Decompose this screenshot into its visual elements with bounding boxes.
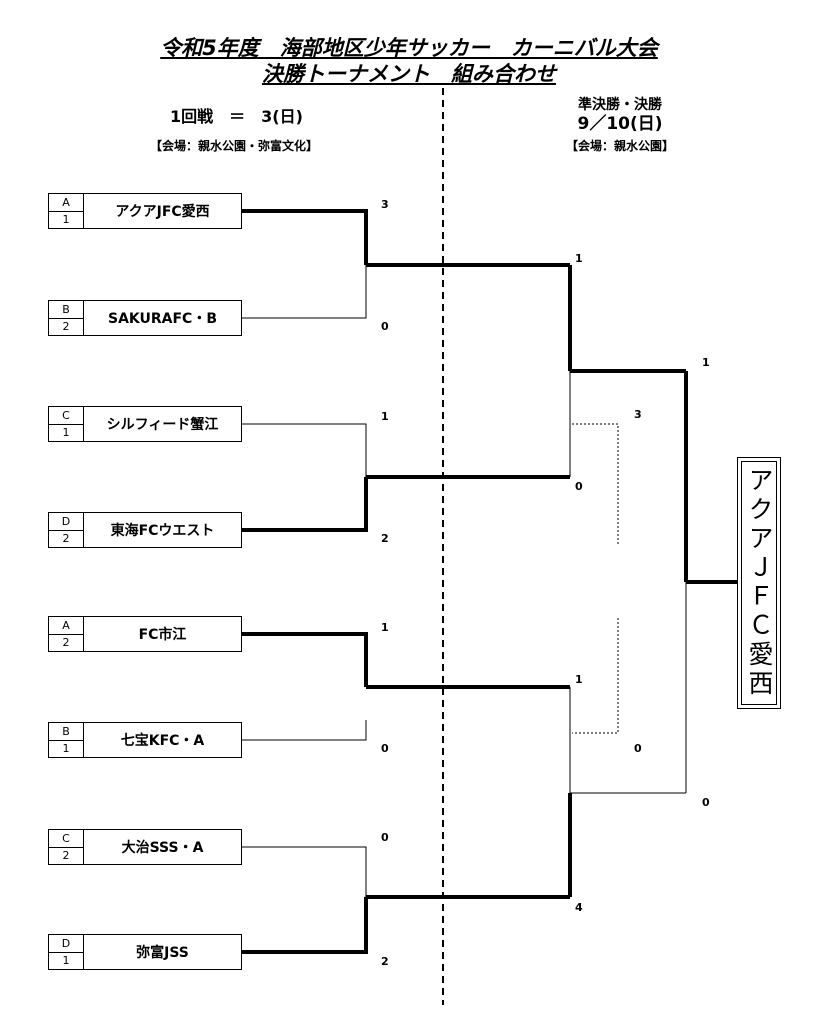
team-name: シルフィード蟹江 (106, 417, 219, 433)
team-name: 東海FCウエスト (110, 523, 215, 539)
score-qf: 4 (575, 901, 583, 914)
score-qf: 0 (575, 480, 583, 493)
team-group: D (49, 935, 83, 953)
team-rank: 1 (62, 426, 70, 440)
score-final: 0 (702, 796, 710, 809)
team-name: FC市江 (138, 627, 187, 643)
score-sf-inner: 0 (634, 742, 642, 755)
score-r1: 2 (381, 532, 389, 545)
champion-box: アクアＪＦＣ愛西 (737, 457, 781, 709)
score-qf: 1 (575, 673, 583, 686)
score-sf-inner: 3 (634, 408, 642, 421)
score-r1: 1 (381, 410, 389, 423)
team-rank: 2 (62, 320, 70, 334)
team-group: A (49, 617, 83, 635)
round1-venue: 【会場：親水公園・弥富文化】 (150, 139, 319, 153)
team-group: B (49, 301, 83, 319)
final-round-venue: 【会場：親水公園】 (565, 139, 674, 153)
score-final: 1 (702, 356, 710, 369)
team-name: 大治SSS・A (121, 840, 204, 856)
team-group: B (49, 723, 83, 741)
champion-name: アクアＪＦＣ愛西 (745, 467, 774, 699)
team-name: 弥富JSS (136, 945, 189, 961)
team-group: A (49, 194, 83, 212)
score-r1: 0 (381, 320, 389, 333)
score-r1: 0 (381, 831, 389, 844)
score-r1: 2 (381, 955, 389, 968)
team-group: D (49, 513, 83, 531)
team-name: SAKURAFC・B (107, 311, 217, 327)
team-group: C (49, 830, 83, 848)
team-rank: 2 (62, 532, 70, 546)
team-rank: 1 (62, 742, 70, 756)
final-round-date: 9／10(日) (577, 114, 663, 134)
title-line1: 令和5年度 海部地区少年サッカー カーニバル大会 (160, 36, 658, 60)
team-rank: 2 (62, 636, 70, 650)
team-group: C (49, 407, 83, 425)
score-r1: 1 (381, 621, 389, 634)
team-name: アクアJFC愛西 (115, 204, 210, 220)
score-r1: 3 (381, 198, 389, 211)
round1-label: 1回戦 ＝ 3(日) (170, 107, 303, 126)
team-rank: 2 (62, 849, 70, 863)
score-r1: 0 (381, 742, 389, 755)
score-qf: 1 (575, 252, 583, 265)
final-round-label: 準決勝・決勝 (578, 97, 662, 113)
team-rank: 1 (62, 954, 70, 968)
title-line2: 決勝トーナメント 組み合わせ (262, 62, 556, 86)
team-name: 七宝KFC・A (120, 733, 205, 749)
team-rank: 1 (62, 213, 70, 227)
